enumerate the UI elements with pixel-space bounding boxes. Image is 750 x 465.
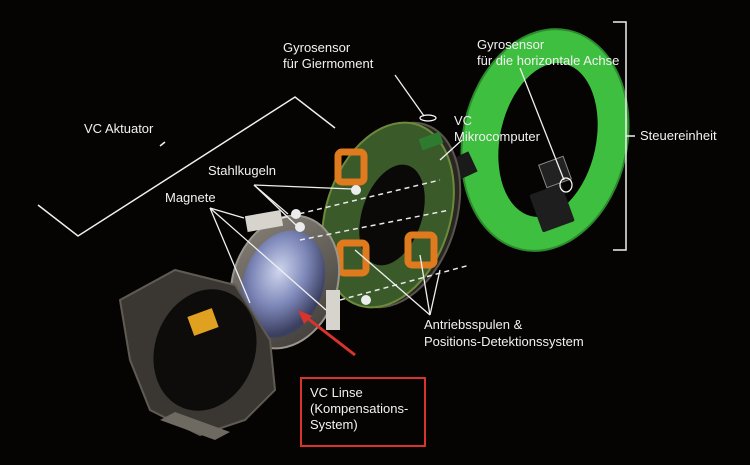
magnet-icon xyxy=(244,209,284,233)
coil-icon xyxy=(336,239,370,277)
gyro-yaw-label-line1: Gyrosensor xyxy=(283,40,351,55)
assembly-guide-lines xyxy=(281,179,471,301)
pcb-chip-icon xyxy=(529,183,575,233)
coil-icon xyxy=(404,231,438,269)
rotation-icon xyxy=(559,177,573,193)
rotation-icon xyxy=(419,114,437,122)
gyro-horizontal-label-line1: Gyrosensor xyxy=(477,37,545,52)
magnets-label: Magnete xyxy=(165,190,216,205)
vc-microcomputer-label-line2: Mikrocomputer xyxy=(454,129,540,144)
vc-actuator-pointer xyxy=(159,141,166,147)
leader-lines xyxy=(209,67,565,357)
drive-coils-label-line2: Positions-Detektionssystem xyxy=(424,334,584,349)
steel-balls xyxy=(291,185,371,305)
gyro-horizontal-chip-icon xyxy=(538,155,572,189)
vc-lens-assembly xyxy=(229,209,341,350)
gyro-horizontal-label-line2: für die horizontale Achse xyxy=(477,53,620,68)
vc-actuator-label: VC Aktuator xyxy=(84,121,154,136)
control-unit-label: Steuereinheit xyxy=(640,128,717,143)
drive-coils-label-line1: Antriebsspulen & xyxy=(424,317,523,332)
steel-balls-label: Stahlkugeln xyxy=(208,163,276,178)
gyro-yaw-chip-icon xyxy=(418,131,444,151)
gyro-yaw-label-line2: für Giermoment xyxy=(283,56,374,71)
vc-lens-label-line2: (Kompensations- xyxy=(310,401,409,416)
vc-lens-label-line1: VC Linse xyxy=(310,385,363,400)
vc-lens-label-line3: System) xyxy=(310,417,358,432)
coil-icon xyxy=(334,148,368,186)
magnet-icon xyxy=(326,290,340,330)
vc-lens-callout-box: VC Linse (Kompensations- System) xyxy=(300,377,426,447)
vc-microcomputer-label-line1: VC xyxy=(454,113,473,128)
lens-base-housing xyxy=(118,268,277,440)
vc-actuator-bracket xyxy=(37,96,336,237)
housing-magnet-icon xyxy=(187,308,219,336)
